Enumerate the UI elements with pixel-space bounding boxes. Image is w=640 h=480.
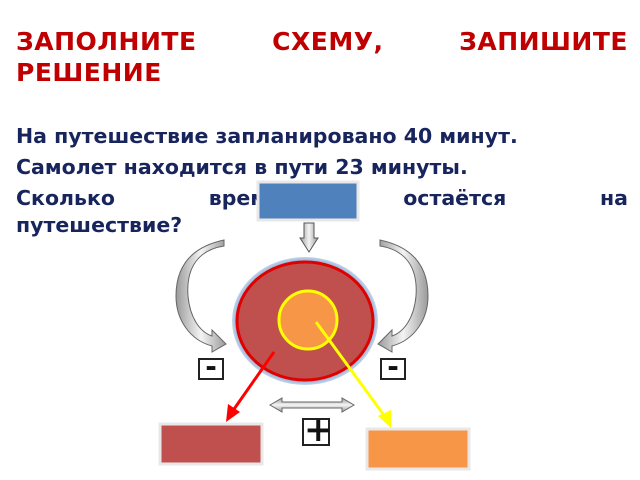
plus-sign: +	[302, 410, 333, 450]
right-curved-arrow-icon	[377, 239, 429, 353]
down-arrow-icon	[299, 222, 319, 253]
minus-sign-left: -	[198, 353, 224, 381]
red-arrowhead-icon	[226, 404, 240, 422]
task-line-4: путешествие?	[16, 213, 183, 237]
left-curved-arrow-icon	[175, 239, 227, 353]
minus-sign-right: -	[380, 353, 406, 381]
left-answer-box[interactable]	[158, 422, 264, 466]
yellow-arrow-icon	[314, 321, 388, 419]
double-arrow-icon	[269, 397, 355, 413]
yellow-arrowhead-icon	[378, 410, 391, 428]
right-answer-box[interactable]	[365, 427, 471, 471]
part-circle[interactable]	[277, 289, 339, 351]
top-answer-box[interactable]	[256, 180, 360, 222]
task-line-1: На путешествие запланировано 40 минут.	[16, 124, 518, 148]
red-arrow-icon	[230, 351, 276, 413]
task-line-2: Самолет находится в пути 23 минуты.	[16, 155, 468, 179]
page-title: ЗАПОЛНИТЕ СХЕМУ, ЗАПИШИТЕ РЕШЕНИЕ	[16, 27, 628, 87]
